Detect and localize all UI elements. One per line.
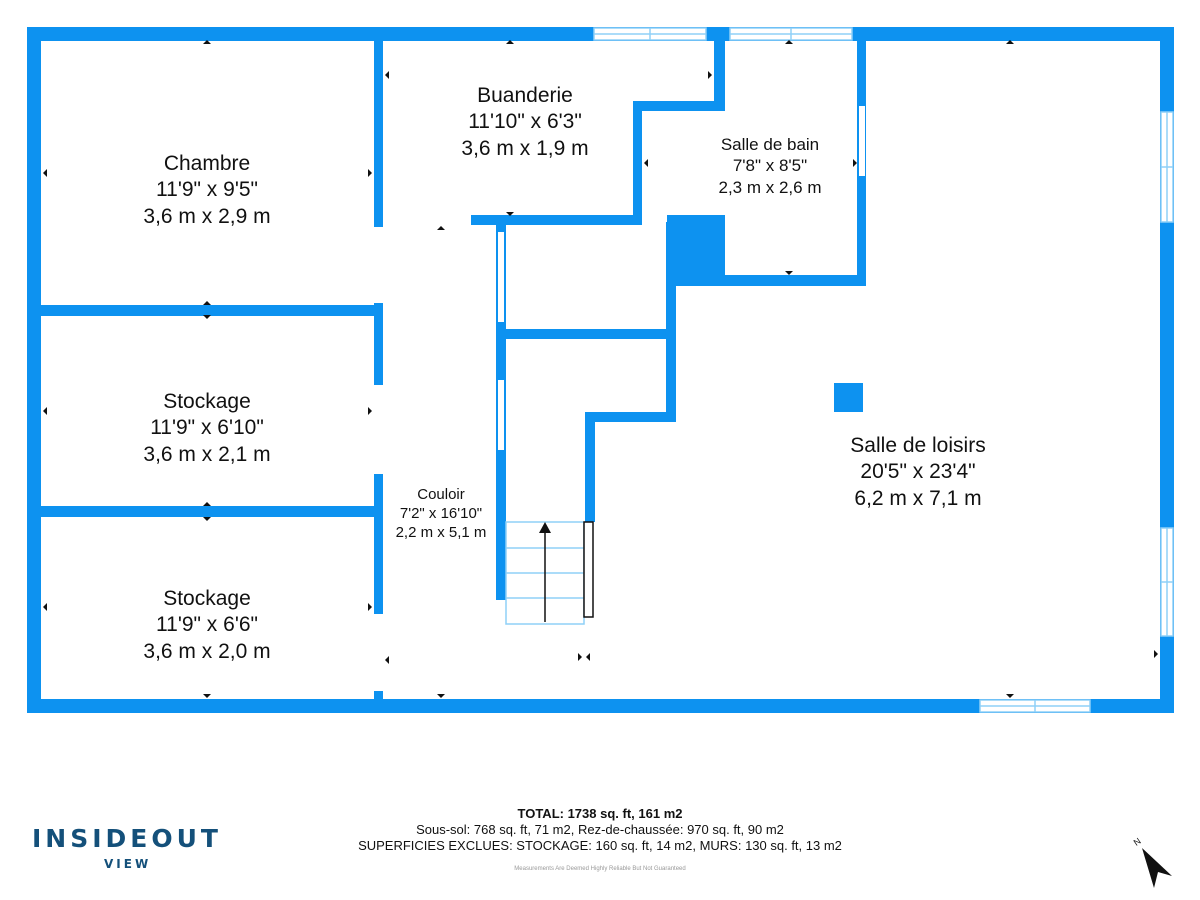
- room-dim-metric: 3,6 m x 1,9 m: [461, 136, 589, 160]
- room-label-salle-de-bain: Salle de bain 7'8" x 8'5" 2,3 m x 2,6 m: [719, 134, 822, 198]
- logo-subtitle: VIEW: [104, 857, 152, 871]
- room-dim-imperial: 11'10" x 6'3": [468, 110, 582, 134]
- insideout-view-logo: INSIDEOUT VIEW: [32, 818, 232, 878]
- wall-stockage1-right: [374, 303, 383, 385]
- area-summary: TOTAL: 1738 sq. ft, 161 m2 Sous-sol: 768…: [0, 806, 1200, 872]
- total-area: TOTAL: 1738 sq. ft, 161 m2: [517, 806, 683, 821]
- wall-chambre-right: [374, 41, 383, 227]
- room-label-chambre: Chambre 11'9" x 9'5" 3,6 m x 2,9 m: [143, 151, 270, 230]
- floor-areas: Sous-sol: 768 sq. ft, 71 m2, Rez-de-chau…: [416, 822, 784, 837]
- room-dim-imperial: 20'5" x 23'4": [860, 460, 976, 484]
- room-name: Stockage: [163, 390, 251, 413]
- room-dim-metric: 6,2 m x 7,1 m: [854, 486, 982, 510]
- wall-stockage1-bottom: [41, 506, 379, 517]
- room-dim-metric: 2,3 m x 2,6 m: [718, 177, 822, 197]
- wall-stub-bottom: [374, 691, 383, 701]
- excluded-areas: SUPERFICIES EXCLUES: STOCKAGE: 160 sq. f…: [358, 838, 842, 853]
- outer-wall-bottom: [27, 699, 1174, 713]
- room-label-stockage-2: Stockage 11'9" x 6'6" 3,6 m x 2,0 m: [143, 586, 270, 665]
- room-name: Couloir: [417, 486, 465, 503]
- room-label-buanderie: Buanderie 11'10" x 6'3" 3,6 m x 1,9 m: [461, 83, 588, 162]
- column: [834, 383, 863, 412]
- wall-closet-right: [666, 222, 676, 422]
- room-name: Chambre: [163, 152, 251, 175]
- room-name: Salle de loisirs: [850, 434, 986, 457]
- room-dim-metric: 3,6 m x 2,0 m: [143, 639, 271, 663]
- door-openings: [498, 106, 865, 450]
- room-dim-imperial: 11'9" x 6'10": [150, 416, 264, 440]
- wall-buanderie-step: [633, 101, 725, 111]
- room-dim-metric: 3,6 m x 2,1 m: [143, 442, 271, 466]
- north-arrow-icon: N: [1132, 836, 1172, 888]
- room-dim-imperial: 7'2" x 16'10": [399, 504, 483, 522]
- logo-wordmark: INSIDEOUT: [32, 824, 222, 853]
- wall-buanderie-right-high: [714, 41, 725, 111]
- wall-stockage2-right: [374, 474, 383, 614]
- wall-step-horizontal: [585, 412, 676, 422]
- wall-step-vertical: [585, 412, 595, 522]
- room-name: Salle de bain: [720, 135, 820, 154]
- wall-buanderie-bottom: [471, 215, 642, 225]
- room-dim-metric: 2,2 m x 5,1 m: [395, 523, 487, 541]
- room-name: Stockage: [163, 587, 251, 610]
- dimension-markers: [43, 40, 1158, 698]
- room-dim-imperial: 7'8" x 8'5": [732, 156, 808, 176]
- room-name: Buanderie: [477, 84, 573, 107]
- windows: [593, 27, 1174, 713]
- stair-direction-arrow: [539, 522, 551, 622]
- wall-bain-bottom: [667, 275, 866, 286]
- room-label-salle-de-loisirs: Salle de loisirs 20'5" x 23'4" 6,2 m x 7…: [850, 433, 985, 512]
- disclaimer: Measurements Are Deemed Highly Reliable …: [514, 866, 686, 872]
- wall-buanderie-right-low: [633, 101, 642, 225]
- chimney-block: [667, 215, 725, 286]
- wall-closet-middle: [496, 329, 676, 339]
- stair-handrail: [583, 521, 594, 618]
- room-dim-imperial: 11'9" x 6'6": [156, 613, 258, 637]
- floor-plan: [27, 27, 1174, 713]
- room-dim-imperial: 11'9" x 9'5": [156, 178, 258, 202]
- room-label-stockage-1: Stockage 11'9" x 6'10" 3,6 m x 2,1 m: [143, 389, 270, 468]
- wall-chambre-bottom: [41, 305, 379, 316]
- room-dim-metric: 3,6 m x 2,9 m: [143, 204, 271, 228]
- room-label-couloir: Couloir 7'2" x 16'10" 2,2 m x 5,1 m: [396, 486, 487, 542]
- outer-wall-left: [27, 27, 41, 713]
- north-label: N: [1132, 836, 1143, 848]
